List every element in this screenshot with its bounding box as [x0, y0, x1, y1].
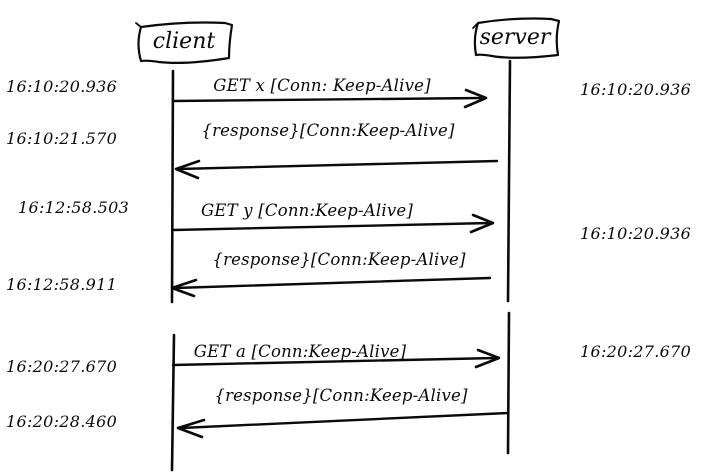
response-arrow-2	[170, 276, 492, 298]
actor-label-server: server	[479, 25, 551, 50]
message-label-response-3: {response}[Conn:Keep-Alive]	[214, 386, 468, 405]
message-label-response-1: {response}[Conn:Keep-Alive]	[201, 121, 455, 140]
client-timestamp: 16:20:27.670	[6, 357, 118, 376]
server-timestamp: 16:10:20.936	[580, 224, 692, 243]
message-label-response-2: {response}[Conn:Keep-Alive]	[212, 250, 466, 269]
response-arrow-1	[174, 159, 499, 180]
client-lifeline	[170, 69, 176, 472]
server-timestamp: 16:10:20.936	[580, 80, 692, 99]
actor-box-client	[135, 21, 234, 64]
request-arrow-2	[171, 213, 495, 234]
request-arrow-3	[171, 348, 501, 369]
response-arrow-3	[176, 411, 510, 439]
client-timestamp: 16:10:21.570	[6, 129, 118, 148]
actor-label-client: client	[152, 29, 216, 54]
message-label-request-1: GET x [Conn: Keep-Alive]	[213, 76, 431, 95]
actor-box-server	[472, 17, 561, 59]
server-timestamp: 16:20:27.670	[580, 342, 692, 361]
message-label-request-3: GET a [Conn:Keep-Alive]	[193, 342, 407, 361]
client-timestamp: 16:10:20.936	[6, 77, 118, 96]
client-timestamp: 16:12:58.911	[6, 275, 118, 294]
client-timestamp: 16:12:58.503	[18, 198, 130, 217]
client-timestamp: 16:20:28.460	[6, 412, 118, 431]
server-lifeline	[506, 59, 512, 455]
message-label-request-2: GET y [Conn:Keep-Alive]	[201, 201, 413, 220]
request-arrow-1	[171, 88, 488, 109]
